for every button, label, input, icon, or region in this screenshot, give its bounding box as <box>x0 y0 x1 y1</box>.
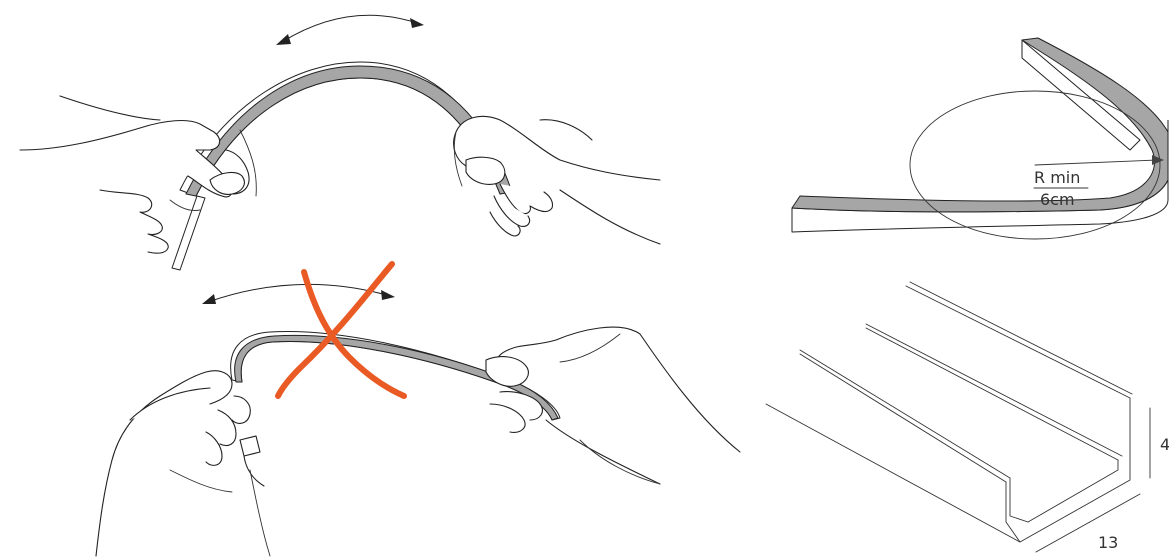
u-profile-illustration: 13 4 <box>766 282 1169 552</box>
width-dimension: 13 <box>1036 494 1140 552</box>
left-hand-top <box>20 96 256 253</box>
radius-label-line1: R min <box>1034 168 1080 187</box>
strip-tail-left <box>172 196 205 270</box>
right-hand-bottom <box>486 327 740 484</box>
height-dimension: 4 <box>1150 408 1169 478</box>
radius-label-line2: 6cm <box>1040 190 1075 209</box>
radius-strip <box>792 38 1168 232</box>
height-dimension-label: 4 <box>1160 435 1169 454</box>
not-allowed-cross-icon <box>278 264 404 396</box>
correct-bending-illustration <box>20 15 660 270</box>
right-hand-top <box>454 116 660 244</box>
left-hand-bottom <box>96 371 270 556</box>
radius-arrow <box>1035 155 1164 165</box>
bend-direction-arrow-top <box>276 15 424 45</box>
bend-radius-illustration: R min 6cm <box>792 38 1168 239</box>
incorrect-bending-illustration <box>96 264 740 556</box>
width-dimension-label: 13 <box>1098 533 1118 552</box>
